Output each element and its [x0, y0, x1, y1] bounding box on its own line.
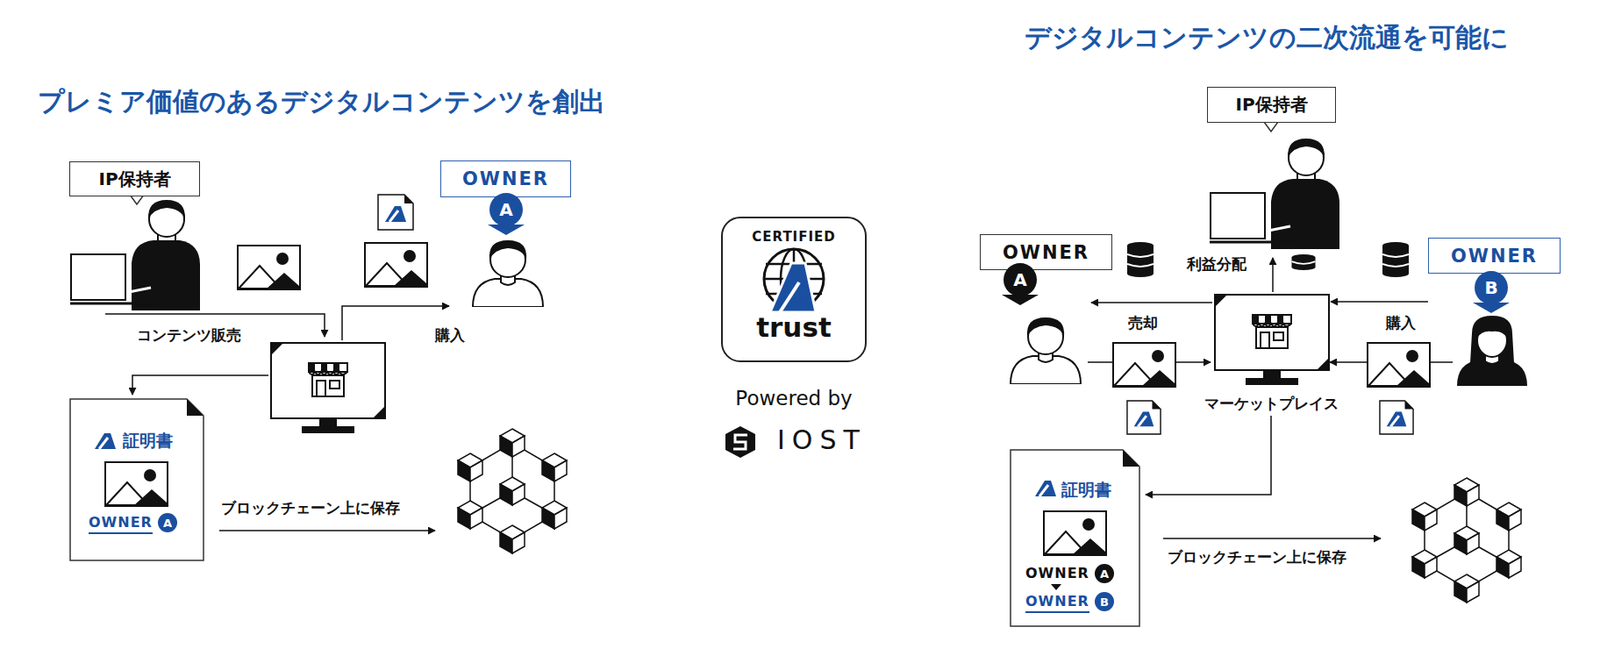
right-scene-part [1271, 257, 1274, 293]
node-text: CERTIFIED [722, 228, 865, 245]
node-text: A [1013, 271, 1027, 289]
brand-name: IOST [775, 424, 869, 457]
right-scene-part [1010, 317, 1081, 385]
owner-pin: A [489, 192, 523, 227]
right-scene-part [1127, 242, 1154, 278]
right-scene-part [1367, 342, 1430, 387]
section-heading: デジタルコンテンツの二次流通を可能に [1022, 22, 1511, 53]
right-scene-part [1050, 584, 1062, 591]
document-outline-part [186, 399, 204, 416]
owner-badge: A [1094, 564, 1115, 584]
flow-label: ブロックチェーン上に保存 [1165, 547, 1349, 567]
node-text: 証明書 [1061, 478, 1112, 500]
speech-box: IP保持者 [69, 161, 200, 197]
node-text: B [1100, 596, 1109, 608]
node-text: IP保持者 [98, 167, 171, 192]
trust-badge: CERTIFIED trust [721, 216, 867, 363]
document-outline [69, 398, 205, 562]
owner-pin: A [1003, 263, 1037, 297]
right-scene-part [1214, 294, 1329, 386]
document-outline-part [1010, 450, 1140, 627]
owner-tag: OWNER [979, 234, 1113, 271]
section-heading: プレミア価値のあるデジタルコンテンツを創出 [35, 86, 608, 117]
credit-text: Powered by [733, 385, 854, 411]
right-scene-part [1382, 242, 1409, 278]
left-scene-part [457, 428, 567, 554]
node-text: OWNER [462, 168, 550, 190]
right-scene-part [1457, 315, 1528, 386]
left-scene-part [472, 240, 543, 308]
flow-label: コンテンツ販売 [135, 325, 243, 345]
node-text: OWNER [1450, 245, 1538, 267]
badge-art-part [733, 435, 748, 450]
flow-label: 購入 [433, 325, 467, 345]
right-scene-part [1145, 415, 1272, 495]
badge-art-part [770, 263, 816, 313]
document-outline-part [1122, 450, 1140, 467]
node-text: OWNER [1002, 242, 1090, 264]
left-scene-part [105, 462, 168, 507]
certificate: 証明書 OWNER OWNER A B [1009, 449, 1141, 628]
node-text: B [1484, 278, 1498, 297]
right-scene-part [1264, 121, 1279, 132]
right-scene-part [1379, 400, 1414, 435]
right-scene-part [1091, 301, 1213, 304]
right-scene-part [1035, 480, 1057, 497]
right-scene-part [1330, 300, 1429, 303]
badge-art-part [725, 426, 756, 458]
left-scene-part [237, 245, 300, 290]
owner-badge: B [1094, 592, 1115, 612]
right-scene-part [1163, 537, 1381, 540]
left-scene-part [364, 242, 428, 287]
right-scene-part [1209, 138, 1340, 250]
right-scene-part [1412, 478, 1522, 603]
owner-tag: OWNER [1428, 237, 1561, 274]
node-text: A [499, 200, 513, 219]
node-text: OWNER [1025, 592, 1090, 614]
flow-label: 利益分配 [1185, 254, 1249, 274]
owner-tag: OWNER [440, 160, 572, 198]
right-scene-part [1113, 342, 1176, 387]
right-scene [1001, 121, 1528, 603]
document-outline-part [70, 399, 204, 561]
right-scene-part [1043, 511, 1107, 556]
node-text: 証明書 [122, 429, 173, 451]
badge-art-part [779, 282, 800, 313]
flow-label: 購入 [1384, 313, 1418, 333]
left-scene-part [271, 342, 386, 434]
certificate: 証明書 OWNER A [69, 398, 205, 562]
right-scene-part [1292, 254, 1316, 271]
node-text: OWNER [88, 513, 153, 535]
speech-box: IP保持者 [1207, 86, 1336, 123]
left-scene-part [70, 200, 200, 311]
left-scene-part [132, 375, 269, 395]
flow-label: ブロックチェーン上に保存 [219, 498, 402, 518]
left-scene-part [219, 529, 436, 532]
node-text: A [1100, 568, 1109, 580]
node-text: OWNER [1025, 564, 1090, 584]
node-text: IP保持者 [1235, 92, 1308, 117]
node-text: A [163, 517, 172, 529]
flow-label: マーケットプレイス [1202, 393, 1341, 414]
owner-pin: B [1474, 271, 1508, 305]
right-scene-part [1127, 400, 1161, 435]
left-scene-part [378, 194, 414, 230]
owner-badge: A [157, 513, 178, 533]
left-scene [70, 194, 567, 554]
flow-label: 売却 [1126, 313, 1160, 333]
left-scene-part [94, 433, 116, 450]
node-text: trust [722, 311, 865, 343]
